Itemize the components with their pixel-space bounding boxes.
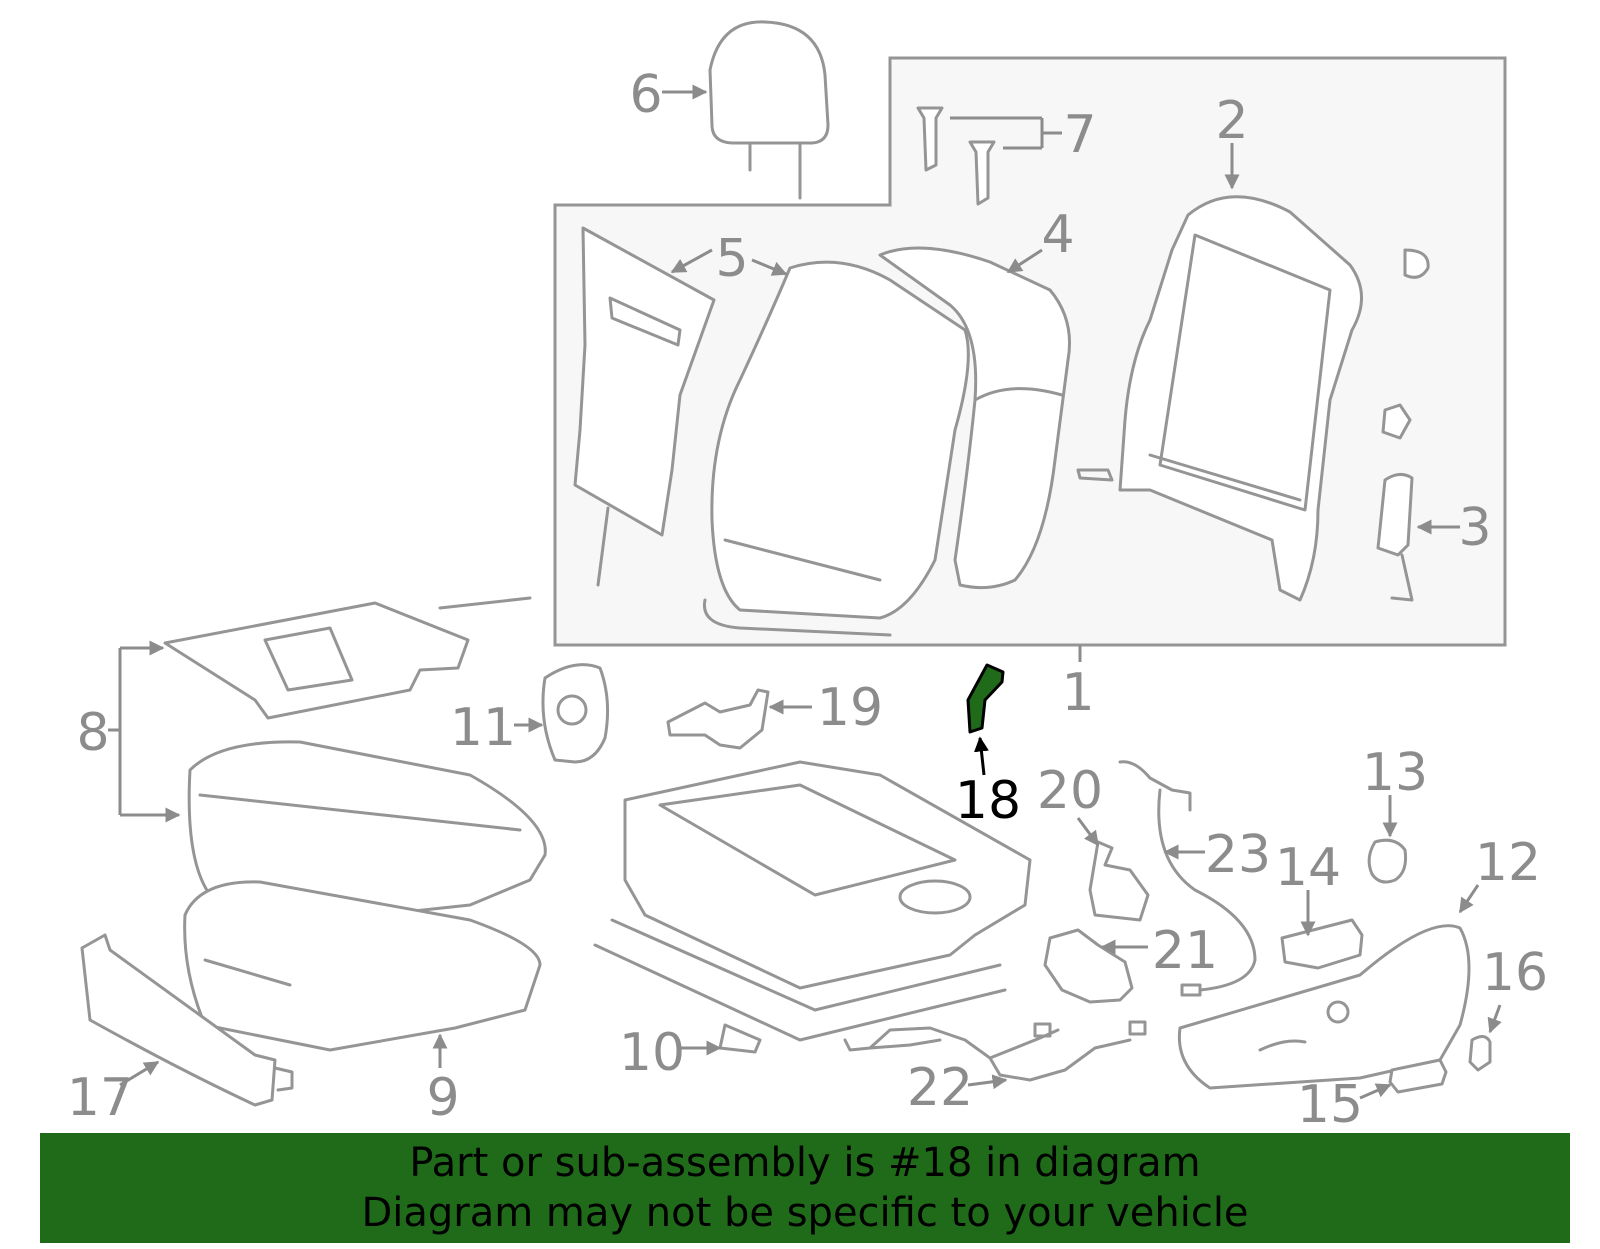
- callout-1: 1: [1061, 663, 1094, 723]
- bracket-part: [666, 688, 770, 750]
- leader-17: [119, 1060, 160, 1087]
- leader-22: [967, 1074, 1008, 1090]
- callout-4: 4: [1041, 205, 1074, 265]
- callout-2: 2: [1215, 91, 1248, 151]
- callout-17: 17: [67, 1068, 133, 1128]
- leader-7: [950, 116, 1062, 150]
- info-banner: Part or sub-assembly is #18 in diagram D…: [40, 1133, 1570, 1243]
- seat-track-part: [593, 760, 1032, 1054]
- callout-14: 14: [1275, 838, 1341, 898]
- callout-11: 11: [450, 698, 516, 758]
- callout-5: 5: [715, 229, 748, 289]
- knob-16-part: [1468, 1035, 1492, 1072]
- callout-12: 12: [1475, 833, 1541, 893]
- callout-23: 23: [1205, 825, 1271, 885]
- seatback-board-part: [573, 226, 716, 587]
- knob-13-part: [1367, 838, 1407, 884]
- clip-parts: [1381, 248, 1430, 440]
- cushion-cover-part: [187, 740, 547, 922]
- callout-18: 18: [955, 771, 1021, 831]
- side-trim-part: [1376, 473, 1414, 602]
- leader-20: [1076, 817, 1100, 847]
- callout-21: 21: [1152, 921, 1218, 981]
- callout-10: 10: [619, 1023, 685, 1083]
- callout-20: 20: [1037, 761, 1103, 821]
- callout-19: 19: [817, 678, 883, 738]
- leader-5a: [670, 248, 713, 274]
- switch-14-part: [1280, 918, 1364, 970]
- leader-4: [1006, 248, 1043, 274]
- cover-21-part: [1043, 928, 1134, 1004]
- headrest-guides-part: [916, 106, 996, 206]
- front-trim-part: [80, 933, 294, 1107]
- callout-7: 7: [1063, 105, 1096, 165]
- wire-harness-part: [843, 1020, 1147, 1082]
- banner-line-disclaimer: Diagram may not be specific to your vehi…: [361, 1190, 1249, 1236]
- side-shield-part: [1177, 924, 1471, 1090]
- callout-6: 6: [629, 65, 662, 125]
- callout-22: 22: [907, 1058, 973, 1118]
- leader-12: [1458, 884, 1480, 914]
- cushion-heater-part: [163, 596, 532, 720]
- headrest-part: [708, 20, 830, 200]
- callout-16: 16: [1482, 943, 1548, 1003]
- callout-3: 3: [1458, 498, 1491, 558]
- clip-20-part: [1088, 840, 1150, 922]
- callout-15: 15: [1297, 1075, 1363, 1135]
- seat-cushion-part: [183, 880, 542, 1052]
- seatback-cover-part: [702, 260, 970, 637]
- leader-8: [108, 646, 178, 817]
- callout-8: 8: [76, 703, 109, 763]
- highlighted-part-18: [966, 663, 1005, 734]
- leader-15: [1359, 1083, 1392, 1100]
- callout-9: 9: [426, 1068, 459, 1128]
- switch-knob-15-part: [1388, 1058, 1448, 1094]
- leader-18: [973, 736, 989, 776]
- banner-line-part-number: Part or sub-assembly is #18 in diagram: [409, 1140, 1201, 1186]
- callout-13: 13: [1362, 743, 1428, 803]
- seatback-frame-part: [1076, 195, 1363, 602]
- leader-16: [1487, 1004, 1502, 1034]
- leader-5b: [751, 258, 788, 276]
- recliner-cover-part: [541, 663, 610, 764]
